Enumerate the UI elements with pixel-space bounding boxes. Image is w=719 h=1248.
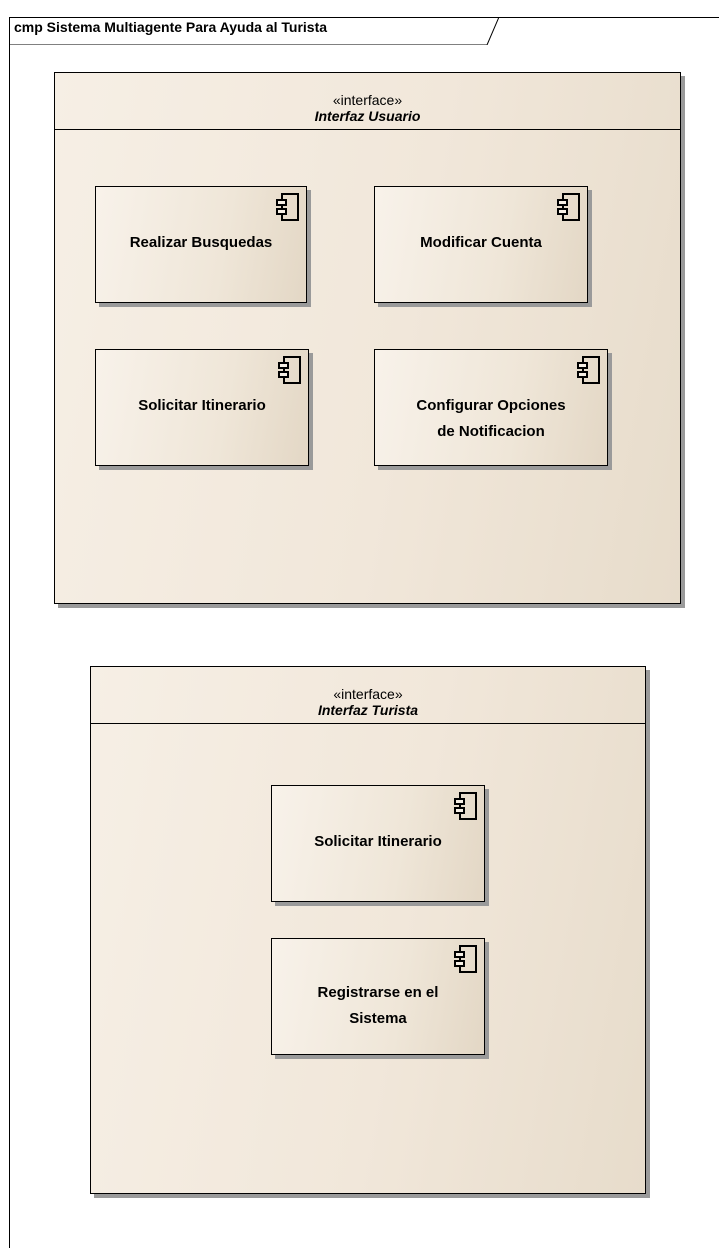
component-icon (454, 792, 477, 820)
interface-turista[interactable]: «interface» Interfaz Turista Solicitar I… (90, 666, 646, 1194)
component-icon (278, 356, 301, 384)
component-label-line-2: Sistema (349, 1010, 407, 1027)
component-icon (276, 193, 299, 221)
component-modificar-cuenta[interactable]: Modificar Cuenta (374, 186, 588, 303)
interface-header: «interface» Interfaz Usuario (55, 73, 680, 130)
component-label: Solicitar Itinerario (138, 397, 266, 414)
component-label: Modificar Cuenta (420, 234, 542, 251)
interface-stereotype: «interface» (333, 686, 403, 702)
component-label: Realizar Busquedas (129, 234, 273, 251)
component-label-line-2: de Notificacion (437, 423, 545, 440)
component-icon (557, 193, 580, 221)
interface-usuario[interactable]: «interface» Interfaz Usuario Realizar Bu… (54, 72, 681, 604)
component-label-line-1: Configurar Opciones (416, 397, 566, 414)
diagram-title: cmp Sistema Multiagente Para Ayuda al Tu… (14, 19, 328, 35)
interface-name: Interfaz Turista (317, 702, 419, 718)
component-icon (577, 356, 600, 384)
component-registrarse-sistema[interactable]: Registrarse en el Sistema (271, 938, 485, 1055)
component-solicitar-itinerario[interactable]: Solicitar Itinerario (95, 349, 309, 466)
diagram-frame (9, 17, 719, 1248)
interface-name: Interfaz Usuario (314, 108, 421, 124)
component-label-line-1: Registrarse en el (317, 984, 439, 1001)
interface-header: «interface» Interfaz Turista (91, 667, 645, 724)
component-configurar-opciones[interactable]: Configurar Opciones de Notificacion (374, 349, 608, 466)
component-icon (454, 945, 477, 973)
interface-stereotype: «interface» (332, 92, 403, 108)
component-realizar-busquedas[interactable]: Realizar Busquedas (95, 186, 307, 303)
component-solicitar-itinerario[interactable]: Solicitar Itinerario (271, 785, 485, 902)
component-label: Solicitar Itinerario (314, 833, 442, 850)
diagram-frame-tab (9, 17, 499, 45)
